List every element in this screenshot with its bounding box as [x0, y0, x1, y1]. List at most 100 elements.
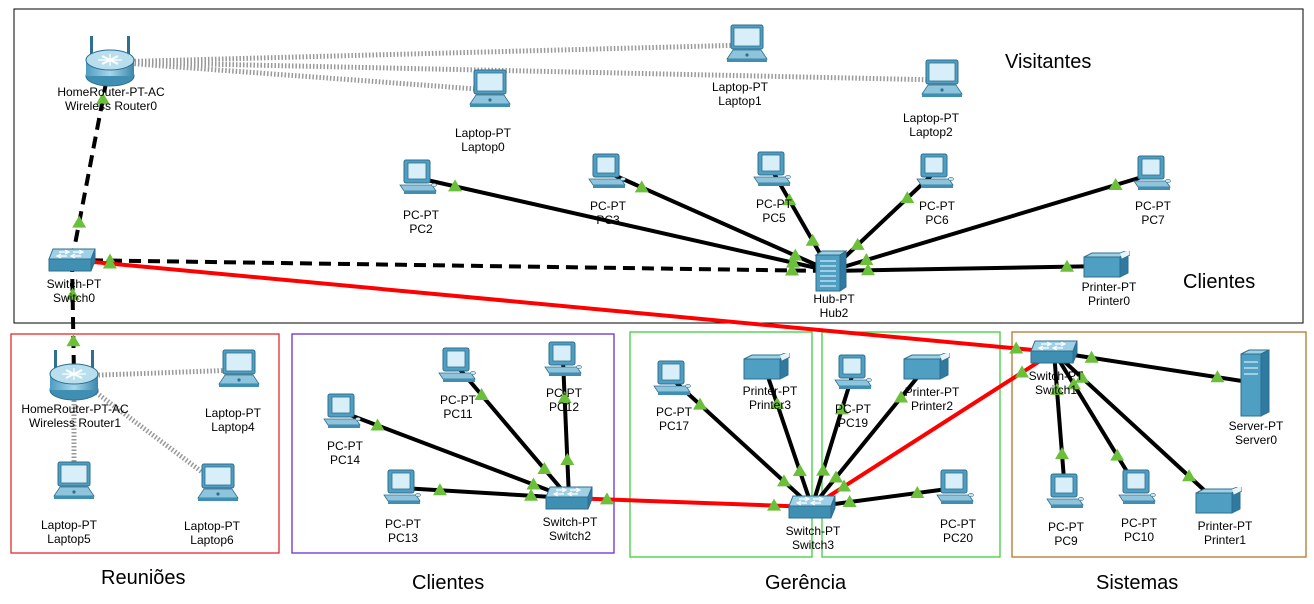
device-type-label: PC-PT	[385, 517, 422, 531]
link-status-indicator	[1084, 350, 1099, 363]
device-type-label: PC-PT	[1048, 520, 1085, 534]
link-status-indicator	[788, 248, 803, 261]
link-status-indicator	[1049, 382, 1064, 395]
device-type-label: PC-PT	[656, 405, 693, 419]
switch-icon[interactable]	[788, 495, 836, 519]
link-status-indicator	[834, 402, 849, 415]
pc-icon[interactable]	[1118, 469, 1156, 505]
device-type-label: PC-PT	[835, 402, 872, 416]
link-status-indicator	[785, 263, 800, 276]
pc-icon[interactable]	[834, 354, 872, 390]
printer-icon[interactable]	[743, 351, 790, 380]
link-status-indicator	[526, 477, 541, 490]
laptop-icon[interactable]	[921, 59, 963, 98]
link-status-indicator	[370, 418, 385, 431]
laptop-icon[interactable]	[726, 24, 768, 63]
link-router1-laptop4	[73, 367, 240, 379]
wireless-router-icon[interactable]	[85, 35, 135, 87]
device-name-label: Printer3	[749, 398, 791, 412]
link-switch0-hub2	[71, 258, 831, 273]
printer-icon[interactable]	[903, 351, 950, 380]
pc-icon[interactable]	[1046, 473, 1084, 509]
device-type-label: Hub-PT	[813, 292, 855, 306]
laptop-icon[interactable]	[197, 463, 239, 502]
device-type-label: PC-PT	[327, 439, 364, 453]
zone-label-clientes-bottom: Clientes	[412, 572, 484, 594]
device-name-label: Server0	[1235, 433, 1277, 447]
links-layer	[65, 42, 1256, 511]
pc-icon[interactable]	[1133, 155, 1171, 191]
pc-icon[interactable]	[916, 153, 954, 189]
switch-icon[interactable]	[48, 248, 96, 272]
pc-icon[interactable]	[653, 360, 691, 396]
device-name-label: PC14	[330, 453, 360, 467]
link-status-indicator	[432, 483, 447, 496]
pc-icon[interactable]	[544, 341, 582, 377]
pc-icon[interactable]	[438, 347, 476, 383]
link-status-indicator	[102, 256, 117, 269]
zone-label-sistemas: Sistemas	[1096, 572, 1178, 594]
link-status-indicator	[894, 390, 909, 403]
pc-icon[interactable]	[753, 151, 791, 187]
link-status-indicator	[782, 193, 797, 206]
device-type-label: Switch-PT	[1029, 369, 1084, 383]
link-status-indicator	[599, 492, 614, 505]
link-status-indicator	[770, 396, 785, 409]
link-pc13-switch2	[401, 486, 570, 500]
zone-border-clientes	[291, 333, 615, 554]
zone-border-reunioes	[10, 333, 280, 554]
device-type-label: HomeRouter-PT-AC	[57, 85, 165, 99]
switch-icon[interactable]	[545, 486, 593, 510]
link-pc12-switch2	[561, 359, 571, 499]
device-name-label: PC20	[943, 531, 973, 545]
link-status-indicator	[1182, 469, 1197, 482]
server-icon[interactable]	[1240, 349, 1270, 417]
device-type-label: PC-PT	[1135, 199, 1172, 213]
zone-label-gerencia: Gerência	[765, 572, 847, 594]
laptop-icon[interactable]	[469, 69, 511, 108]
zone-border-gerencia-left	[629, 331, 813, 558]
device-name-label: Wireless Router1	[29, 416, 121, 430]
link-status-indicator	[72, 215, 87, 228]
laptop-icon[interactable]	[53, 461, 95, 500]
link-status-indicator	[1055, 447, 1070, 460]
switch-icon[interactable]	[1030, 340, 1078, 364]
device-name-label: Laptop5	[47, 532, 91, 546]
zone-border-gerencia-right	[821, 331, 1001, 558]
link-status-indicator	[557, 390, 572, 403]
hub-icon[interactable]	[815, 250, 847, 292]
device-type-label: Switch-PT	[47, 277, 102, 291]
pc-icon[interactable]	[588, 153, 626, 189]
link-status-indicator	[842, 494, 857, 507]
link-status-indicator	[859, 253, 874, 266]
device-type-label: PC-PT	[756, 197, 793, 211]
device-name-label: Laptop0	[461, 140, 505, 154]
device-type-label: Printer-PT	[905, 385, 960, 399]
device-name-label: Laptop1	[718, 94, 762, 108]
link-status-indicator	[860, 263, 875, 276]
laptop-icon[interactable]	[218, 349, 260, 388]
zone-label-visitantes: Visitantes	[1005, 51, 1091, 73]
link-status-indicator	[828, 470, 843, 483]
printer-icon[interactable]	[1195, 485, 1242, 514]
link-router0-laptop2	[109, 59, 943, 83]
printer-icon[interactable]	[1083, 249, 1130, 278]
link-pc20-switch3	[811, 486, 956, 509]
device-type-label: HomeRouter-PT-AC	[21, 402, 129, 416]
link-router0-laptop0	[109, 59, 491, 93]
link-pc7-hub2	[829, 172, 1153, 273]
pc-icon[interactable]	[936, 469, 974, 505]
pc-icon[interactable]	[323, 393, 361, 429]
link-status-indicator	[767, 498, 782, 511]
link-pc11-switch2	[455, 364, 571, 500]
link-status-indicator	[66, 334, 81, 347]
device-name-label: Hub2	[820, 306, 849, 320]
link-status-indicator	[776, 474, 791, 487]
link-status-indicator	[95, 92, 110, 105]
device-type-label: Printer-PT	[1082, 280, 1137, 294]
pc-icon[interactable]	[399, 159, 437, 195]
device-type-label: PC-PT	[403, 208, 440, 222]
device-type-label: Laptop-PT	[712, 80, 769, 94]
